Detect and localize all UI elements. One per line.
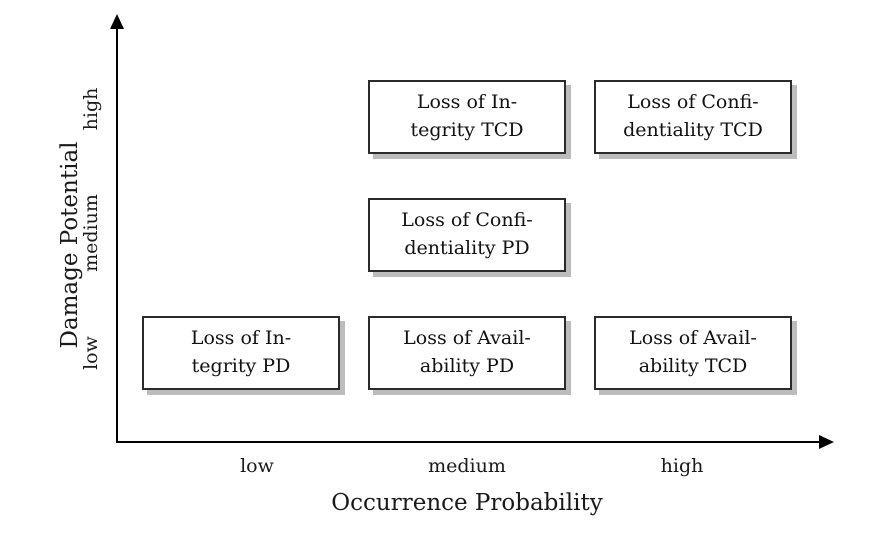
y-axis-line: [116, 26, 118, 443]
risk-box-integrity-tcd[interactable]: Loss of In- tegrity TCD: [368, 80, 566, 154]
x-axis-tick-low: low: [240, 455, 274, 477]
risk-box-integrity-pd[interactable]: Loss of In- tegrity PD: [142, 316, 340, 390]
risk-box-availability-pd[interactable]: Loss of Avail- ability PD: [368, 316, 566, 390]
y-axis-tick-medium: medium: [80, 194, 102, 272]
x-axis-arrow-icon: [819, 435, 834, 449]
risk-box-confidentiality-pd[interactable]: Loss of Confi- dentiality PD: [368, 198, 566, 272]
x-axis-tick-medium: medium: [428, 455, 506, 477]
x-axis-line: [116, 441, 823, 443]
y-axis-tick-high: high: [80, 87, 102, 131]
x-axis-tick-high: high: [660, 455, 704, 477]
risk-box-availability-tcd[interactable]: Loss of Avail- ability TCD: [594, 316, 792, 390]
x-axis-title: Occurrence Probability: [331, 490, 603, 516]
y-axis-tick-low: low: [80, 336, 102, 370]
risk-box-confidentiality-tcd[interactable]: Loss of Confi- dentiality TCD: [594, 80, 792, 154]
y-axis-arrow-icon: [110, 14, 124, 29]
